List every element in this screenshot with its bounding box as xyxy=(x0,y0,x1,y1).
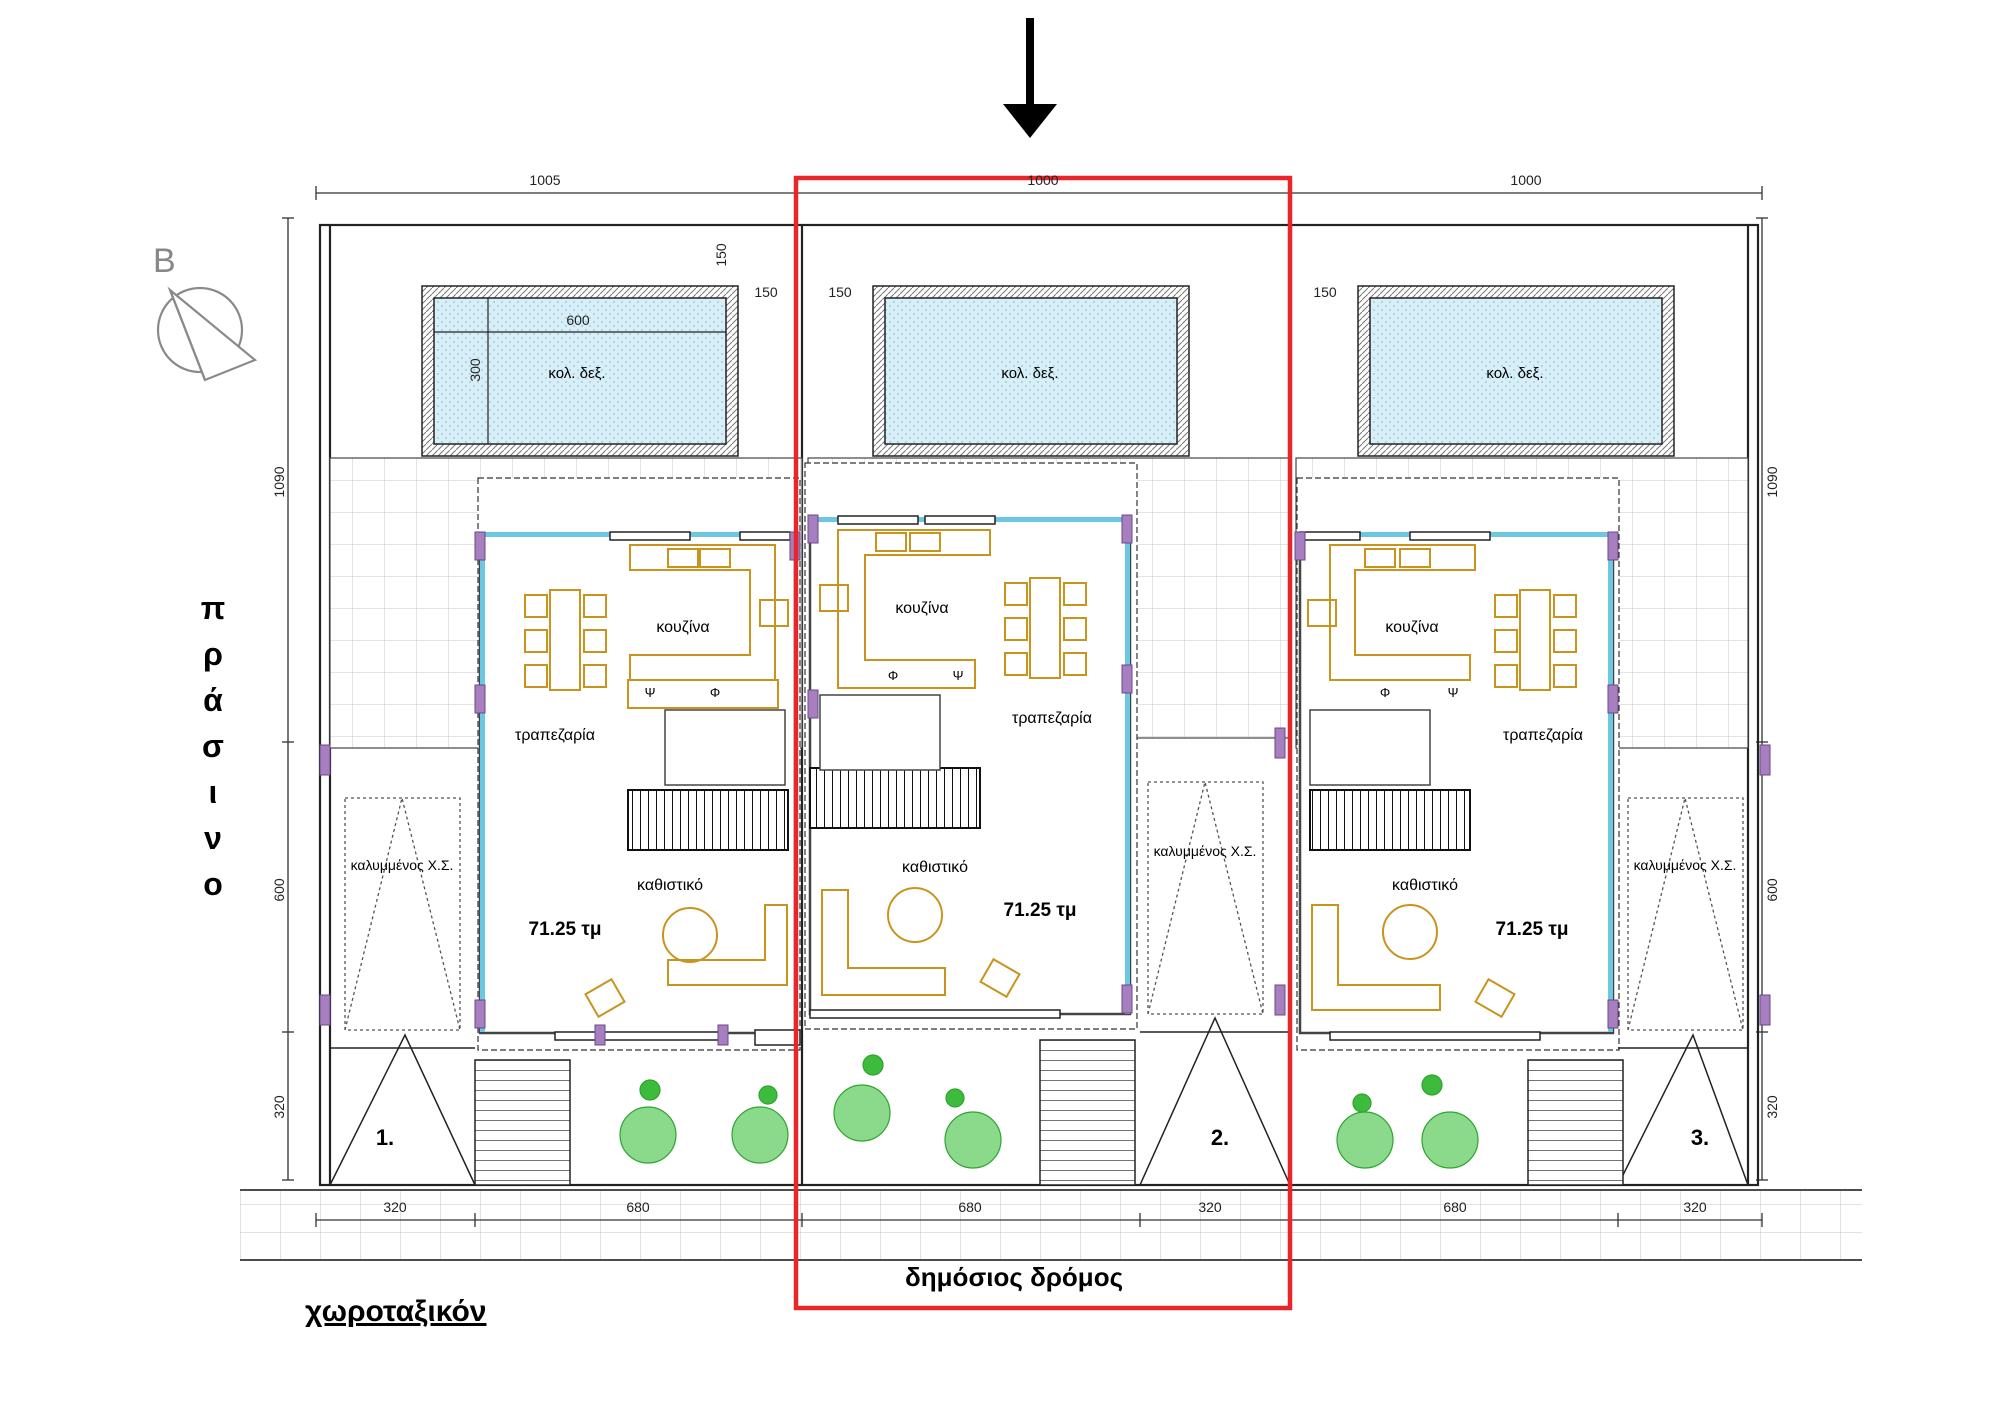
side-label-char: ν xyxy=(204,820,222,856)
unit-2-fixture-phi: Φ xyxy=(888,668,898,683)
top-dimension-line xyxy=(315,186,1763,200)
unit-3-kitchen-label: κουζίνα xyxy=(1385,619,1438,636)
dim-setback-1: 150 xyxy=(754,284,778,300)
unit-2-fixture-psi: Ψ xyxy=(953,668,964,683)
unit-1-area-label: 71.25 τμ xyxy=(529,919,602,940)
north-compass-icon xyxy=(156,286,258,382)
covered-parking xyxy=(344,781,1744,1031)
unit-3-fixture-phi: Φ xyxy=(1380,685,1390,700)
dim-bottom-6: 320 xyxy=(1683,1199,1707,1215)
bottom-dimension-line xyxy=(315,1213,1763,1227)
dim-bottom-4: 320 xyxy=(1198,1199,1222,1215)
dim-right-height: 1090 xyxy=(1764,466,1780,497)
side-label-char: σ xyxy=(202,728,224,764)
unit-3-fixture-psi: Ψ xyxy=(1448,685,1459,700)
dim-setback-2: 150 xyxy=(828,284,852,300)
unit-3-living-label: καθιστικό xyxy=(1392,877,1458,894)
dim-pool-height: 300 xyxy=(467,358,483,382)
unit-2-parking-label: καλυμμένος Χ.Σ. xyxy=(1154,843,1257,859)
columns xyxy=(319,514,1771,1046)
plan-title: χωροταξικόν xyxy=(305,1295,487,1328)
wc-blocks xyxy=(664,694,1431,786)
sidewalk xyxy=(240,1189,1862,1261)
unit-1-fixture-psi: Ψ xyxy=(645,685,656,700)
dim-left-mid: 600 xyxy=(271,878,287,902)
unit-3-pool-label: κολ. δεξ. xyxy=(1486,365,1543,382)
side-label-vertical: π ρ ά σ ι ν ο xyxy=(193,585,233,907)
unit-1-pool-label: κολ. δεξ. xyxy=(548,365,605,382)
down-arrow-icon xyxy=(1003,18,1057,138)
unit-1-fixture-phi: Φ xyxy=(710,685,720,700)
side-label-char: ά xyxy=(203,682,223,718)
staircases xyxy=(627,767,1471,851)
unit-1-living-label: καθιστικό xyxy=(637,877,703,894)
unit-3-dining-label: τραπεζαρία xyxy=(1503,727,1583,744)
parking-ramps xyxy=(329,1016,1749,1186)
dim-setback-3: 150 xyxy=(1313,284,1337,300)
dim-bottom-5: 680 xyxy=(1443,1199,1467,1215)
road-label: δημόσιος δρόμος xyxy=(905,1262,1124,1292)
dim-bottom-2: 680 xyxy=(626,1199,650,1215)
unit-3-number: 3. xyxy=(1691,1125,1709,1150)
side-label-char: ρ xyxy=(203,636,223,672)
side-label-char: ι xyxy=(208,774,218,810)
kitchen-furniture xyxy=(524,529,1577,1019)
dim-right-mid: 600 xyxy=(1764,878,1780,902)
dim-setback-vertical: 150 xyxy=(713,243,729,267)
plan-text-labels: 1005 1000 1000 1090 600 320 1090 600 320… xyxy=(271,172,1780,1215)
dim-top-3: 1000 xyxy=(1510,172,1541,188)
unit-1-parking-label: καλυμμένος Χ.Σ. xyxy=(351,857,454,873)
highlight-rectangle xyxy=(793,175,1293,1311)
unit-3-area-label: 71.25 τμ xyxy=(1496,919,1569,940)
garden-trees xyxy=(619,1054,1479,1169)
dim-bottom-3: 680 xyxy=(958,1199,982,1215)
unit-2-living-label: καθιστικό xyxy=(902,859,968,876)
north-label: Β xyxy=(153,242,176,280)
unit-2-number: 2. xyxy=(1211,1125,1229,1150)
unit-1-dining-label: τραπεζαρία xyxy=(515,727,595,744)
dim-right-bottom: 320 xyxy=(1764,1095,1780,1119)
unit-3-parking-label: καλυμμένος Χ.Σ. xyxy=(1634,857,1737,873)
side-label-char: ο xyxy=(203,866,223,902)
dim-bottom-1: 320 xyxy=(383,1199,407,1215)
unit-2-pool-label: κολ. δεξ. xyxy=(1001,365,1058,382)
dim-top-2: 1000 xyxy=(1027,172,1058,188)
unit-2-area-label: 71.25 τμ xyxy=(1004,900,1077,921)
dim-top-1: 1005 xyxy=(529,172,560,188)
front-steps xyxy=(474,1039,1624,1186)
unit-1-number: 1. xyxy=(376,1125,394,1150)
side-label-char: π xyxy=(200,590,226,626)
dim-left-height: 1090 xyxy=(271,466,287,497)
pools xyxy=(421,285,1675,457)
unit-1-kitchen-label: κουζίνα xyxy=(656,619,709,636)
dim-pool-width: 600 xyxy=(566,312,590,328)
unit-2-kitchen-label: κουζίνα xyxy=(895,600,948,617)
dim-left-bottom: 320 xyxy=(271,1095,287,1119)
unit-2-dining-label: τραπεζαρία xyxy=(1012,710,1092,727)
